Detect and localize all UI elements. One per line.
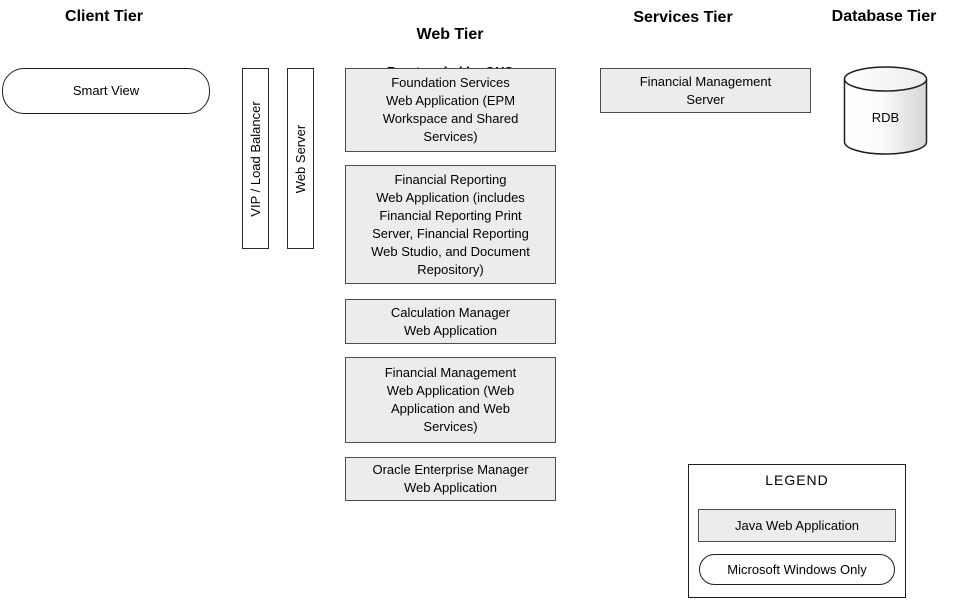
node-foundation-services-label: Foundation Services Web Application (EPM… (382, 75, 519, 144)
node-financial-management-server: Financial Management Server (600, 68, 811, 113)
tier-heading-services: Services Tier (633, 9, 733, 26)
node-financial-management-web-label: Financial Management Web Application (We… (384, 365, 517, 434)
legend-item-java-web-application-label: Java Web Application (734, 517, 860, 533)
node-financial-reporting: Financial Reporting Web Application (inc… (345, 165, 556, 284)
node-vip-load-balancer-label: VIP / Load Balancer (247, 100, 263, 217)
legend-item-microsoft-windows-only-label: Microsoft Windows Only (727, 561, 867, 577)
node-calculation-manager: Calculation Manager Web Application (345, 299, 556, 344)
legend-item-microsoft-windows-only: Microsoft Windows Only (699, 554, 895, 585)
node-rdb: RDB (843, 65, 928, 157)
node-foundation-services: Foundation Services Web Application (EPM… (345, 68, 556, 152)
node-financial-reporting-label: Financial Reporting Web Application (inc… (371, 171, 530, 277)
node-calculation-manager-label: Calculation Manager Web Application (390, 304, 511, 338)
node-web-server: Web Server (287, 68, 314, 249)
database-cylinder-icon (843, 66, 928, 155)
legend-item-java-web-application: Java Web Application (698, 509, 896, 542)
node-vip-load-balancer: VIP / Load Balancer (242, 68, 269, 249)
node-smart-view: Smart View (2, 68, 210, 114)
node-oracle-enterprise-manager-label: Oracle Enterprise Manager Web Applicatio… (372, 462, 529, 495)
node-financial-management-web: Financial Management Web Application (We… (345, 357, 556, 443)
tier-heading-database: Database Tier (831, 8, 937, 25)
tier-heading-web-title: Web Tier (416, 26, 484, 43)
node-financial-management-server-label: Financial Management Server (639, 73, 772, 107)
legend: LEGEND Java Web Application Microsoft Wi… (688, 464, 906, 598)
tier-heading-client: Client Tier (65, 8, 143, 25)
node-smart-view-label: Smart View (72, 83, 140, 98)
node-rdb-label: RDB (871, 109, 900, 125)
node-oracle-enterprise-manager: Oracle Enterprise Manager Web Applicatio… (345, 457, 556, 501)
legend-title: LEGEND (765, 472, 829, 488)
node-web-server-label: Web Server (292, 124, 308, 193)
